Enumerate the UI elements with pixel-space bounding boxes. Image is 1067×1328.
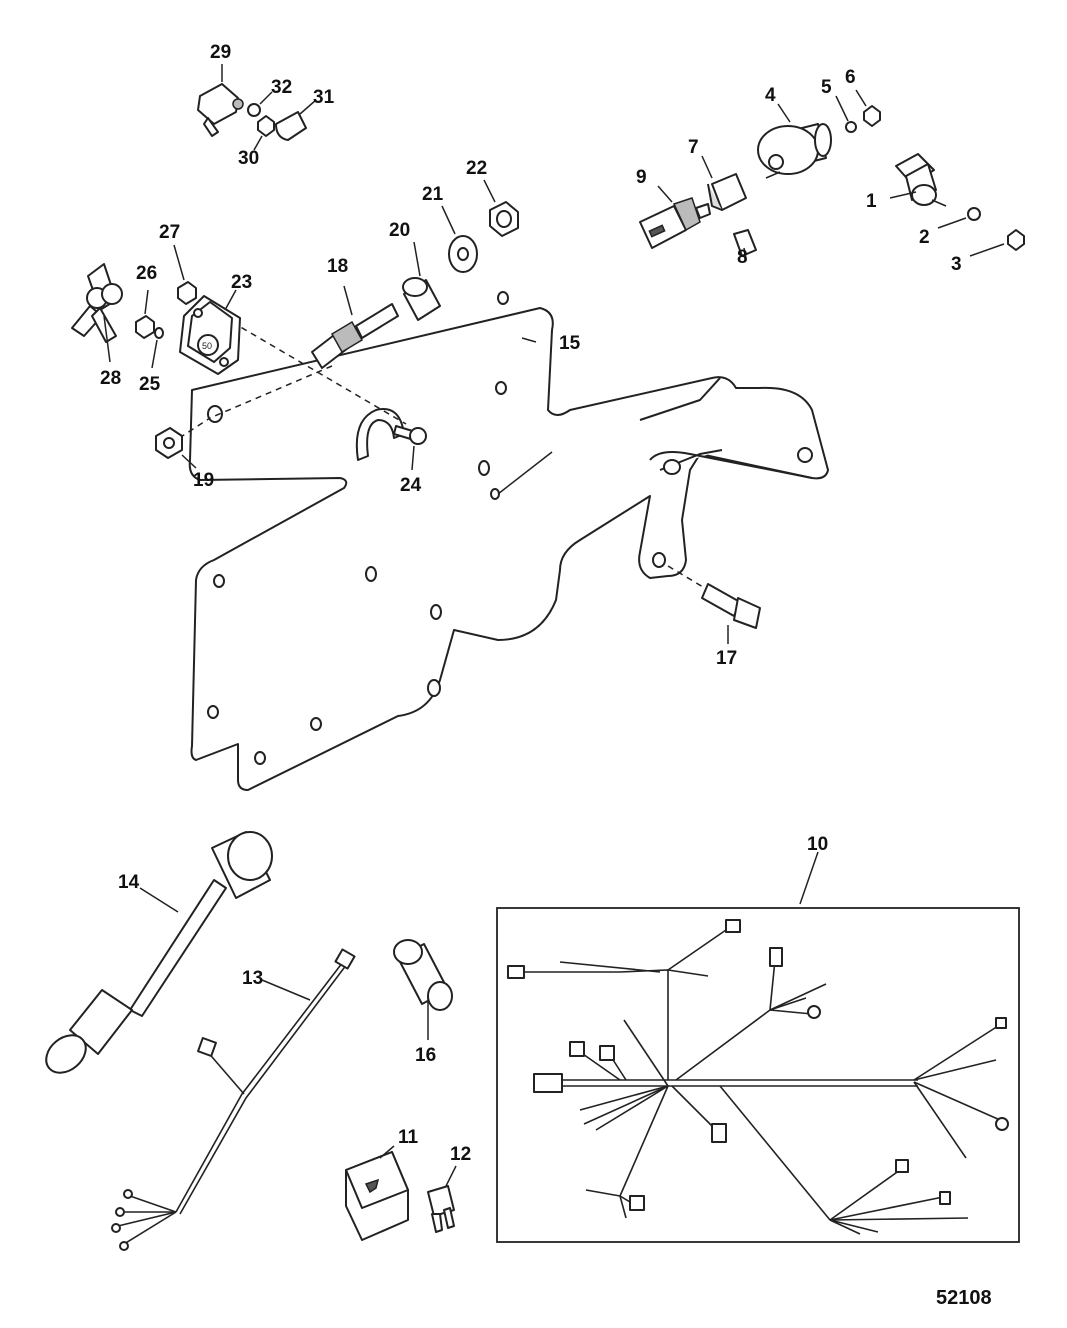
callout-28: 28 — [100, 368, 121, 389]
callout-9: 9 — [636, 167, 647, 188]
stud-part-18 — [209, 285, 399, 419]
callout-20: 20 — [389, 220, 410, 241]
callout-30: 30 — [238, 148, 259, 169]
callout-14: 14 — [118, 872, 140, 893]
nut-part-26 — [135, 289, 155, 339]
callout-21: 21 — [422, 184, 444, 205]
engine-harness-part-10 — [496, 851, 1020, 1243]
callout-16: 16 — [415, 1045, 436, 1066]
sensor-part-16 — [393, 939, 453, 1040]
washer-part-21 — [441, 205, 478, 273]
callout-4: 4 — [765, 85, 776, 106]
oil-pressure-sender-part-4 — [757, 103, 832, 179]
callout-29: 29 — [210, 42, 231, 63]
callout-24: 24 — [400, 475, 422, 496]
callout-1: 1 — [866, 191, 877, 212]
assembly-line-breaker — [231, 321, 407, 425]
callout-26: 26 — [136, 263, 157, 284]
figure-number: 52108 — [936, 1287, 992, 1309]
callout-10: 10 — [807, 834, 828, 855]
relay-part-29 — [197, 64, 244, 137]
nut-part-6 — [855, 89, 881, 127]
callout-19: 19 — [193, 470, 214, 491]
callout-25: 25 — [139, 374, 161, 395]
fitting-part-8 — [733, 229, 757, 259]
circuit-breaker-part-23: 50 — [179, 289, 241, 375]
callout-15: 15 — [559, 333, 581, 354]
callout-2: 2 — [919, 227, 930, 248]
callout-6: 6 — [845, 67, 856, 88]
breaker-rating-label: 50 — [202, 341, 212, 351]
callout-13: 13 — [242, 968, 263, 989]
callout-12: 12 — [450, 1144, 471, 1165]
callout-32: 32 — [271, 77, 292, 98]
callout-7: 7 — [688, 137, 699, 158]
callout-11: 11 — [398, 1127, 419, 1148]
nut-part-3 — [969, 229, 1025, 257]
boot-part-31 — [275, 99, 317, 141]
nut-part-30 — [253, 115, 275, 151]
wire-harness-part-13 — [111, 948, 356, 1251]
pressure-switch-part-1 — [889, 153, 947, 207]
washer-part-32 — [247, 91, 273, 117]
callout-27: 27 — [159, 222, 180, 243]
callout-5: 5 — [821, 77, 832, 98]
screw-part-17 — [667, 565, 761, 644]
washer-part-25 — [151, 327, 164, 369]
washer-part-5 — [835, 95, 857, 133]
callout-18: 18 — [327, 256, 348, 277]
callout-8: 8 — [737, 247, 748, 268]
callout-22: 22 — [466, 158, 487, 179]
mounting-bracket-plate — [188, 291, 829, 791]
callout-23: 23 — [231, 272, 252, 293]
harness-adapter-part-14 — [45, 831, 273, 1074]
callout-17: 17 — [716, 648, 737, 669]
nut-part-27 — [173, 244, 197, 305]
nut-part-22 — [483, 179, 519, 237]
adapter-part-7 — [701, 155, 747, 211]
nut-part-19 — [155, 427, 197, 469]
callout-3: 3 — [951, 254, 962, 275]
temperature-sender-part-9 — [639, 185, 711, 249]
terminal-boot-part-28 — [71, 263, 123, 363]
callout-31: 31 — [313, 87, 335, 108]
callout-labels: 1 2 3 4 5 6 7 8 9 10 11 12 13 14 15 16 1… — [100, 42, 992, 1309]
fuse-part-12 — [427, 1165, 457, 1233]
relay-part-11 — [345, 1145, 409, 1241]
spacer-part-20 — [402, 241, 441, 321]
assembly-line-nut — [169, 417, 211, 445]
washer-part-2 — [937, 207, 981, 229]
screw-part-24 — [393, 425, 427, 471]
leader-15 — [521, 337, 537, 343]
